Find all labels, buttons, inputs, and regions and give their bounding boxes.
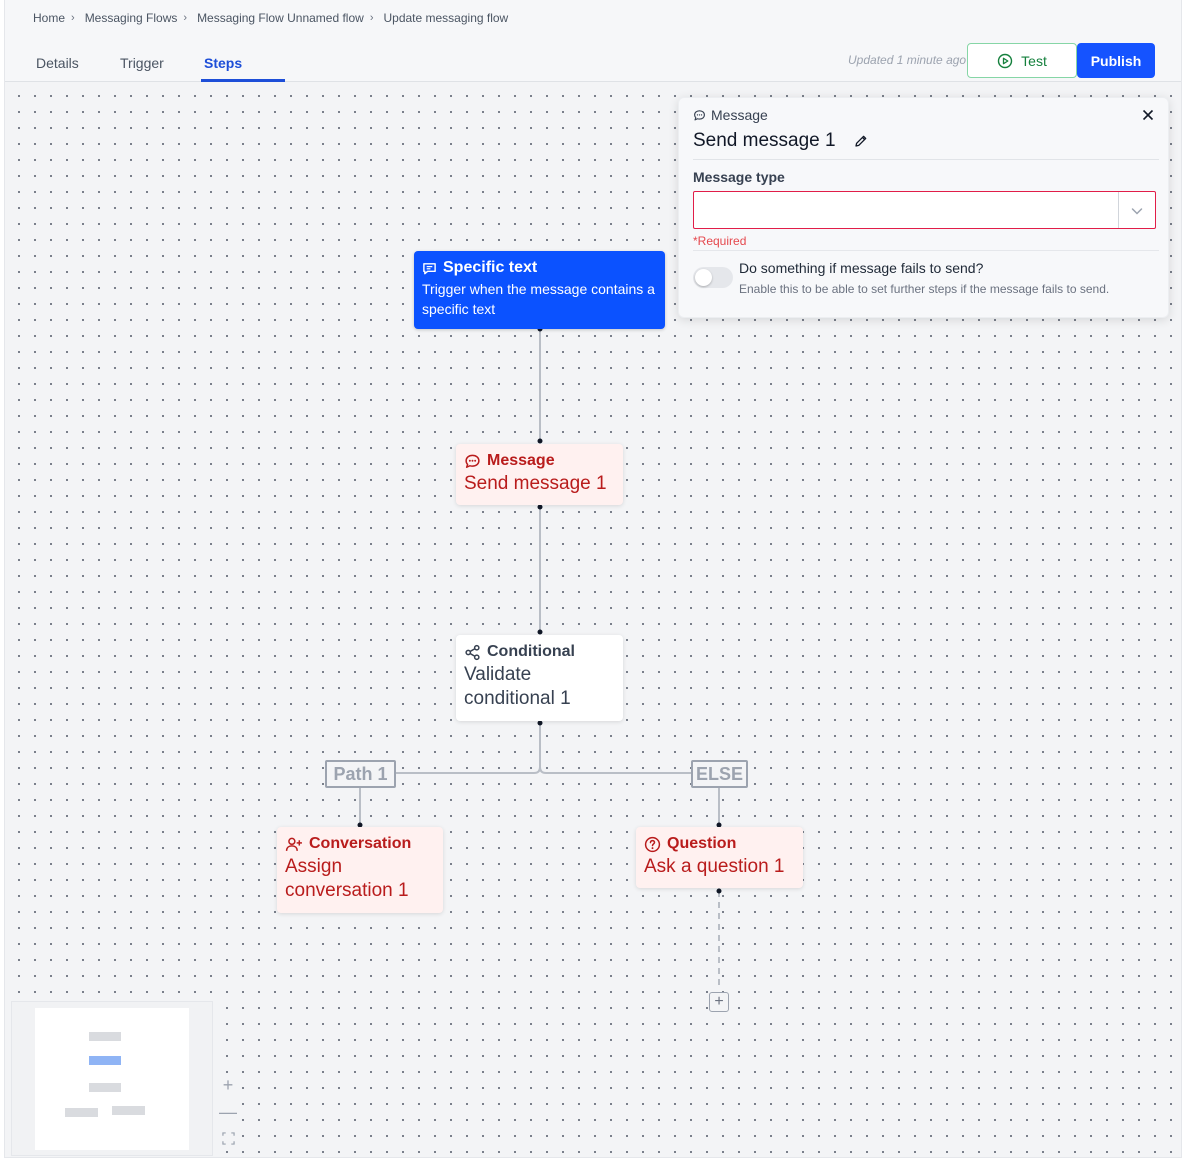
chevron-down-icon xyxy=(1131,208,1143,215)
port-dot xyxy=(537,504,543,510)
app-window: Home › Messaging Flows › Messaging Flow … xyxy=(4,0,1182,1158)
conditional-node-type: Conditional xyxy=(487,643,575,660)
message-node-header: Message xyxy=(464,452,615,470)
conditional-node-name: Validate conditional 1 xyxy=(464,664,571,709)
step-settings-panel: Message Send message 1 Message type *Req… xyxy=(678,97,1169,318)
minimap-viewport xyxy=(35,1008,189,1150)
updated-timestamp: Updated 1 minute ago xyxy=(848,53,967,67)
flow-canvas[interactable]: Specific text Trigger when the message c… xyxy=(5,82,1181,1157)
tab-steps[interactable]: Steps xyxy=(204,55,243,71)
fail-handling-description: Enable this to be able to set further st… xyxy=(739,282,1110,296)
port-dot xyxy=(716,888,722,894)
add-step-button[interactable]: + xyxy=(709,992,729,1012)
conditional-node[interactable]: Conditional Validate conditional 1 xyxy=(456,635,623,721)
tab-trigger[interactable]: Trigger xyxy=(120,55,164,71)
message-node-type: Message xyxy=(487,452,555,469)
panel-kind-label: Message xyxy=(711,107,768,123)
conversation-node[interactable]: Conversation Assign conversation 1 xyxy=(277,827,443,913)
help-circle-icon xyxy=(644,836,661,852)
fail-handling-toggle[interactable] xyxy=(693,267,733,288)
conversation-node-header: Conversation xyxy=(285,835,435,853)
port-dot xyxy=(537,438,543,444)
user-plus-icon xyxy=(285,837,302,851)
question-node-name: Ask a question 1 xyxy=(644,856,785,877)
breadcrumb-current: Update messaging flow xyxy=(383,11,509,25)
conversation-node-name: Assign conversation 1 xyxy=(285,856,409,901)
path-1-label[interactable]: Path 1 xyxy=(325,760,396,788)
question-node-type: Question xyxy=(667,835,737,852)
chevron-right-icon: › xyxy=(71,12,75,24)
pencil-icon[interactable] xyxy=(854,134,868,148)
conversation-node-type: Conversation xyxy=(309,835,412,852)
divider xyxy=(693,159,1159,160)
flow-edges xyxy=(357,326,722,990)
fit-view-button[interactable] xyxy=(217,1127,239,1149)
panel-title: Send message 1 xyxy=(693,130,868,152)
question-node-header: Question xyxy=(644,835,795,853)
publish-button[interactable]: Publish xyxy=(1077,43,1155,78)
port-dot xyxy=(537,629,543,635)
play-circle-icon xyxy=(997,53,1013,68)
panel-step-kind: Message xyxy=(693,107,768,123)
message-circle-icon xyxy=(465,454,480,468)
port-dot xyxy=(716,822,722,828)
conditional-node-header: Conditional xyxy=(464,643,615,661)
message-circle-icon xyxy=(694,109,705,120)
message-node[interactable]: Message Send message 1 xyxy=(456,444,623,505)
port-dot xyxy=(357,822,363,828)
test-button[interactable]: Test xyxy=(967,43,1077,78)
else-label[interactable]: ELSE xyxy=(691,760,748,788)
minimap-node xyxy=(65,1108,98,1117)
trigger-node[interactable]: Specific text Trigger when the message c… xyxy=(414,251,665,329)
chevron-right-icon: › xyxy=(369,12,374,24)
message-type-select[interactable] xyxy=(693,191,1156,229)
breadcrumb-home[interactable]: Home xyxy=(33,11,66,25)
minimap-node-selected xyxy=(89,1056,121,1065)
toggle-knob xyxy=(695,269,712,286)
question-node[interactable]: Question Ask a question 1 xyxy=(636,827,803,888)
active-tab-indicator xyxy=(201,79,285,82)
port-dot xyxy=(537,720,543,726)
divider xyxy=(693,250,1159,251)
message-square-icon xyxy=(423,262,436,274)
minimap-node xyxy=(112,1106,145,1115)
breadcrumb-flow[interactable]: Messaging Flow Unnamed flow xyxy=(197,11,364,25)
fit-view-icon xyxy=(221,1131,235,1145)
zoom-out-button[interactable]: — xyxy=(217,1101,239,1123)
close-icon-glyph xyxy=(1142,109,1154,121)
edge-conditional-else xyxy=(539,766,691,774)
trigger-node-description: Trigger when the message contains a spec… xyxy=(422,281,655,317)
minimap-node xyxy=(89,1083,121,1092)
required-error-text: *Required xyxy=(693,234,747,248)
message-node-name: Send message 1 xyxy=(464,473,607,494)
top-bar: Home › Messaging Flows › Messaging Flow … xyxy=(5,0,1181,82)
select-separator xyxy=(1118,192,1119,228)
trigger-node-header: Specific text xyxy=(422,259,657,277)
message-type-label: Message type xyxy=(693,169,785,185)
minimap-node xyxy=(89,1032,121,1041)
edge-conditional-path1 xyxy=(396,723,541,774)
tab-details[interactable]: Details xyxy=(36,55,79,71)
panel-title-text: Send message 1 xyxy=(693,130,836,151)
chevron-right-icon: › xyxy=(183,12,188,24)
fail-handling-title: Do something if message fails to send? xyxy=(739,260,984,276)
share-icon xyxy=(465,644,480,660)
breadcrumb-messaging-flows[interactable]: Messaging Flows xyxy=(84,11,178,25)
trigger-node-type: Specific text xyxy=(443,259,538,276)
zoom-in-button[interactable]: + xyxy=(217,1074,239,1096)
test-button-label: Test xyxy=(1021,52,1047,69)
minimap[interactable] xyxy=(11,1001,213,1156)
breadcrumb: Home › Messaging Flows › Messaging Flow … xyxy=(33,11,508,25)
close-icon[interactable] xyxy=(1139,106,1157,124)
